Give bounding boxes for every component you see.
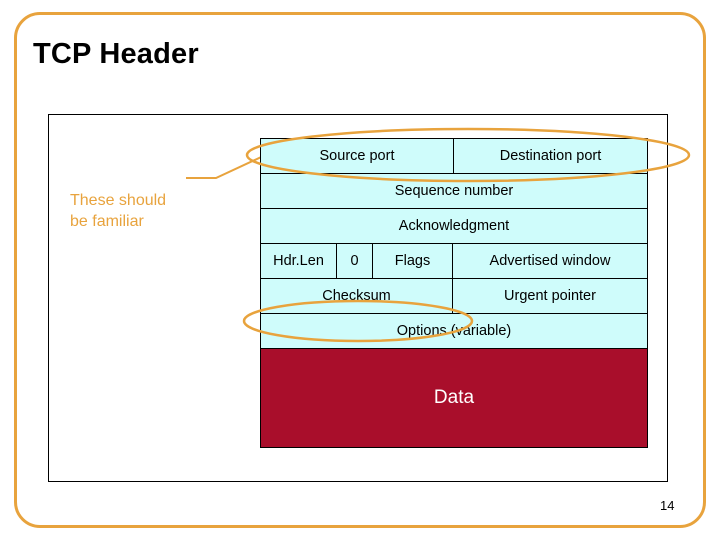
slide-border [14, 12, 706, 528]
annotation-line-2: be familiar [70, 213, 144, 230]
header-row-options: Options (variable) [261, 314, 647, 349]
tcp-header-diagram: Source port Destination port Sequence nu… [260, 138, 648, 448]
header-row-sequence: Sequence number [261, 174, 647, 209]
field-flags: Flags [373, 244, 453, 278]
header-row-acknowledgment: Acknowledgment [261, 209, 647, 244]
field-hdr-len: Hdr.Len [261, 244, 337, 278]
header-row-flags: Hdr.Len 0 Flags Advertised window [261, 244, 647, 279]
field-sequence-number: Sequence number [261, 174, 647, 208]
annotation-line-1: These should [70, 192, 167, 209]
field-acknowledgment: Acknowledgment [261, 209, 647, 243]
field-advertised-window: Advertised window [453, 244, 647, 278]
annotation-text: These should be familiar [70, 190, 230, 232]
field-source-port: Source port [261, 139, 454, 173]
slide-number: 14 [660, 498, 675, 513]
page-title: TCP Header [33, 38, 199, 70]
field-checksum: Checksum [261, 279, 453, 313]
field-reserved-zero: 0 [337, 244, 373, 278]
header-row-ports: Source port Destination port [261, 139, 647, 174]
header-row-checksum: Checksum Urgent pointer [261, 279, 647, 314]
field-destination-port: Destination port [454, 139, 647, 173]
field-options: Options (variable) [261, 314, 647, 348]
field-data-payload: Data [261, 349, 647, 447]
field-urgent-pointer: Urgent pointer [453, 279, 647, 313]
